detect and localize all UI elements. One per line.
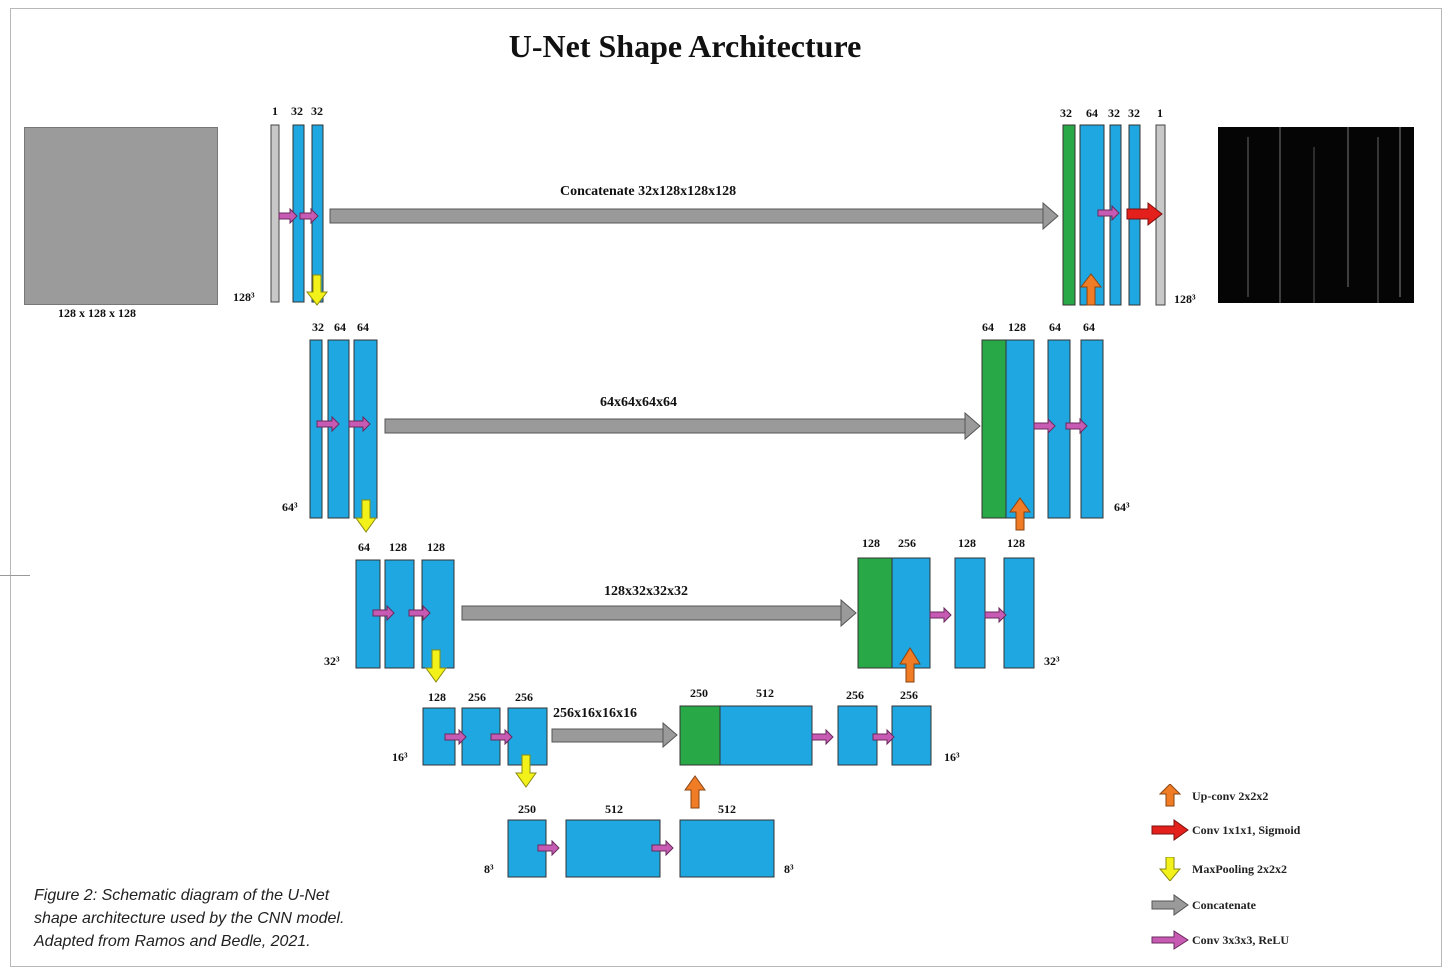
legend-label-upconv: Up-conv 2x2x2 [1192,789,1268,804]
legend-item-conv-relu: Conv 3x3x3, ReLU [1150,928,1289,952]
red-right-arrow-icon [1150,818,1190,842]
concat-label-level-4: 256x16x16x16 [553,706,637,722]
l5-size-left: 8³ [484,862,494,877]
legend-item-upconv: Up-conv 2x2x2 [1150,784,1268,808]
l2-dec-ch-1: 64 [982,320,994,335]
legend-item-sigmoid: Conv 1x1x1, Sigmoid [1150,818,1300,842]
conv-relu-arrow [812,730,833,744]
l5-ch-2: 512 [605,802,623,817]
concat-arrow-level-4 [552,723,677,747]
legend-item-maxpool: MaxPooling 2x2x2 [1150,857,1287,881]
l1-dec-ch-4: 32 [1128,106,1140,121]
l2-enc-ch-3: 64 [357,320,369,335]
l4-dec-ch-4: 256 [900,688,918,703]
l2-size-left: 64³ [282,500,298,515]
l1-size-left: 128³ [233,290,255,305]
l3-size-left: 32³ [324,654,340,669]
l3-dec-block-4 [1004,558,1034,668]
l1-dec-ch-3: 32 [1108,106,1120,121]
conv-relu-arrow [985,608,1006,622]
l4-enc-ch-3: 256 [515,690,533,705]
upconv-arrow [685,776,705,808]
l4-dec-block-1 [680,706,720,765]
maxpool-arrow [307,275,327,305]
l4-dec-ch-2: 512 [756,686,774,701]
gray-right-arrow-icon [1150,893,1190,917]
l4-dec-ch-3: 256 [846,688,864,703]
concat-arrow-level-1 [330,203,1058,229]
l4-dec-block-4 [892,706,931,765]
l2-enc-block-1 [310,340,322,518]
l3-enc-ch-2: 128 [389,540,407,555]
conv-relu-arrow [930,608,951,622]
concat-label-level-1: Concatenate 32x128x128x128 [560,184,736,200]
l5-block-3 [680,820,774,877]
l2-enc-ch-1: 32 [312,320,324,335]
yellow-down-arrow-icon [1150,857,1190,881]
l3-dec-block-3 [955,558,985,668]
l2-dec-block-2 [1006,340,1034,518]
l1-dec-ch-5: 1 [1157,106,1163,121]
l3-dec-ch-3: 128 [958,536,976,551]
l3-size-right: 32³ [1044,654,1060,669]
l1-enc-ch-3: 32 [311,104,323,119]
l5-ch-3: 512 [718,802,736,817]
l2-dec-ch-4: 64 [1083,320,1095,335]
l2-size-right: 64³ [1114,500,1130,515]
legend-label-sigmoid: Conv 1x1x1, Sigmoid [1192,823,1300,838]
concat-arrow-level-3 [462,600,856,626]
l1-enc-ch-2: 32 [291,104,303,119]
legend-label-maxpool: MaxPooling 2x2x2 [1192,862,1287,877]
l1-enc-block-1 [271,125,279,302]
l2-dec-ch-3: 64 [1049,320,1061,335]
l3-dec-ch-1: 128 [862,536,880,551]
l2-dec-ch-2: 128 [1008,320,1026,335]
l3-dec-ch-2: 256 [898,536,916,551]
l5-ch-1: 250 [518,802,536,817]
l3-dec-block-1 [858,558,892,668]
legend-label-concatenate: Concatenate [1192,898,1256,913]
l3-enc-ch-1: 64 [358,540,370,555]
l4-size-left: 16³ [392,750,408,765]
l1-dec-ch-2: 64 [1086,106,1098,121]
l4-dec-block-2 [720,706,812,765]
concat-arrow-level-2 [385,413,980,439]
l4-dec-ch-1: 250 [690,686,708,701]
legend-item-concatenate: Concatenate [1150,893,1256,917]
l1-size-right: 128³ [1174,292,1196,307]
l1-enc-ch-1: 1 [272,104,278,119]
l4-dec-block-3 [838,706,877,765]
orange-up-arrow-icon [1150,784,1190,808]
magenta-right-arrow-icon [1150,928,1190,952]
l2-enc-ch-2: 64 [334,320,346,335]
figure-caption: Figure 2: Schematic diagram of the U-Net… [34,884,374,953]
l4-enc-ch-1: 128 [428,690,446,705]
l4-enc-ch-2: 256 [468,690,486,705]
l2-enc-block-2 [328,340,349,518]
l5-size-right: 8³ [784,862,794,877]
legend-label-conv-relu: Conv 3x3x3, ReLU [1192,933,1289,948]
l3-enc-ch-3: 128 [427,540,445,555]
l1-dec-ch-1: 32 [1060,106,1072,121]
l5-block-2 [566,820,660,877]
l2-dec-block-1 [982,340,1006,518]
l1-dec-block-1 [1063,125,1075,305]
l3-dec-ch-4: 128 [1007,536,1025,551]
l4-size-right: 16³ [944,750,960,765]
concat-label-level-3: 128x32x32x32 [604,584,688,600]
concat-label-level-2: 64x64x64x64 [600,395,677,411]
